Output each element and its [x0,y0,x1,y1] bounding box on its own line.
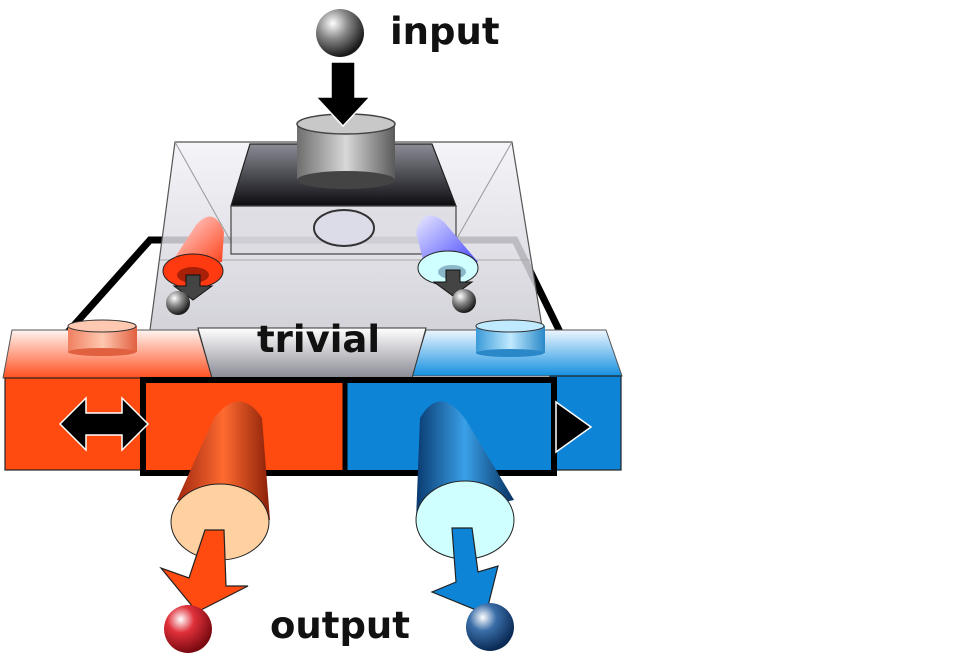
red-output-arrow-icon [159,529,249,613]
blue-output-tube [415,401,515,615]
glass-inner-line [174,141,231,241]
right-small-arrow-icon [432,269,474,297]
output-label: output [270,604,410,647]
red-output-tube [159,401,270,613]
input-label: input [390,10,500,53]
input-ball [316,9,364,57]
left-top-cylinder [67,319,137,356]
right-small-ball [452,289,476,313]
right-top-cylinder [475,319,545,357]
blue-output-arrow-icon [430,527,499,615]
input-arrow-icon [314,61,372,128]
left-small-ball [166,291,190,315]
glass-inner-line [455,141,513,241]
chamber-port [313,209,375,247]
right-small-tube [416,215,479,313]
input-cylinder-bottom [297,171,395,189]
left-small-arrow-icon [172,274,214,301]
double-arrow-icon [58,396,150,452]
trivial-label: trivial [257,318,380,361]
left-small-tube [162,216,224,315]
red-output-ball [164,605,212,653]
blue-output-ball [466,603,514,651]
right-arrow-icon [555,400,593,454]
